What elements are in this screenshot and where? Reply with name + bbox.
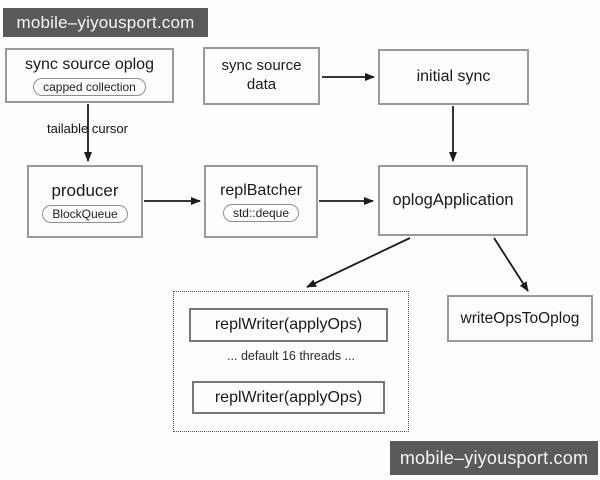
edge-oplogapp-to-writeops xyxy=(493,237,529,292)
watermark-top-text: mobile–yiyousport.com xyxy=(16,12,195,32)
watermark-bottom: mobile–yiyousport.com xyxy=(390,441,598,475)
node-sync-source-data-label: sync source data xyxy=(221,57,302,93)
node-repl-writer-2: replWriter(applyOps) xyxy=(192,381,385,414)
node-sync-source-oplog: sync source oplog capped collection xyxy=(5,48,174,103)
node-repl-writer-1-label: replWriter(applyOps) xyxy=(214,316,363,333)
node-repl-batcher-tag: std::deque xyxy=(222,204,300,222)
node-repl-batcher: replBatcher std::deque xyxy=(204,165,318,238)
node-producer-tag: BlockQueue xyxy=(42,204,128,223)
node-sync-source-data: sync source data xyxy=(203,47,320,105)
label-default-threads: ... default 16 threads ... xyxy=(227,349,355,363)
node-repl-writer-2-label: replWriter(applyOps) xyxy=(214,388,363,406)
node-write-ops-to-oplog-label: writeOpsToOplog xyxy=(460,309,580,327)
node-sync-source-oplog-label: sync source oplog xyxy=(25,56,154,73)
edge-label-tailable-cursor: tailable cursor xyxy=(47,121,128,136)
node-oplog-application: oplogApplication xyxy=(378,165,528,236)
node-oplog-application-label: oplogApplication xyxy=(392,191,514,210)
node-sync-source-oplog-tag: capped collection xyxy=(33,78,146,96)
node-producer: producer BlockQueue xyxy=(27,165,143,238)
node-producer-label: producer xyxy=(51,181,119,201)
watermark-top: mobile–yiyousport.com xyxy=(3,8,208,37)
repl-writer-group: replWriter(applyOps) ... default 16 thre… xyxy=(173,291,409,432)
node-write-ops-to-oplog: writeOpsToOplog xyxy=(447,295,593,342)
watermark-bottom-text: mobile–yiyousport.com xyxy=(399,447,589,468)
edge-oplogapp-to-replwriters xyxy=(306,237,411,288)
node-initial-sync: initial sync xyxy=(378,49,529,105)
node-repl-writer-1: replWriter(applyOps) xyxy=(189,308,388,342)
node-initial-sync-label: initial sync xyxy=(416,68,491,85)
node-repl-batcher-label: replBatcher xyxy=(220,182,302,199)
